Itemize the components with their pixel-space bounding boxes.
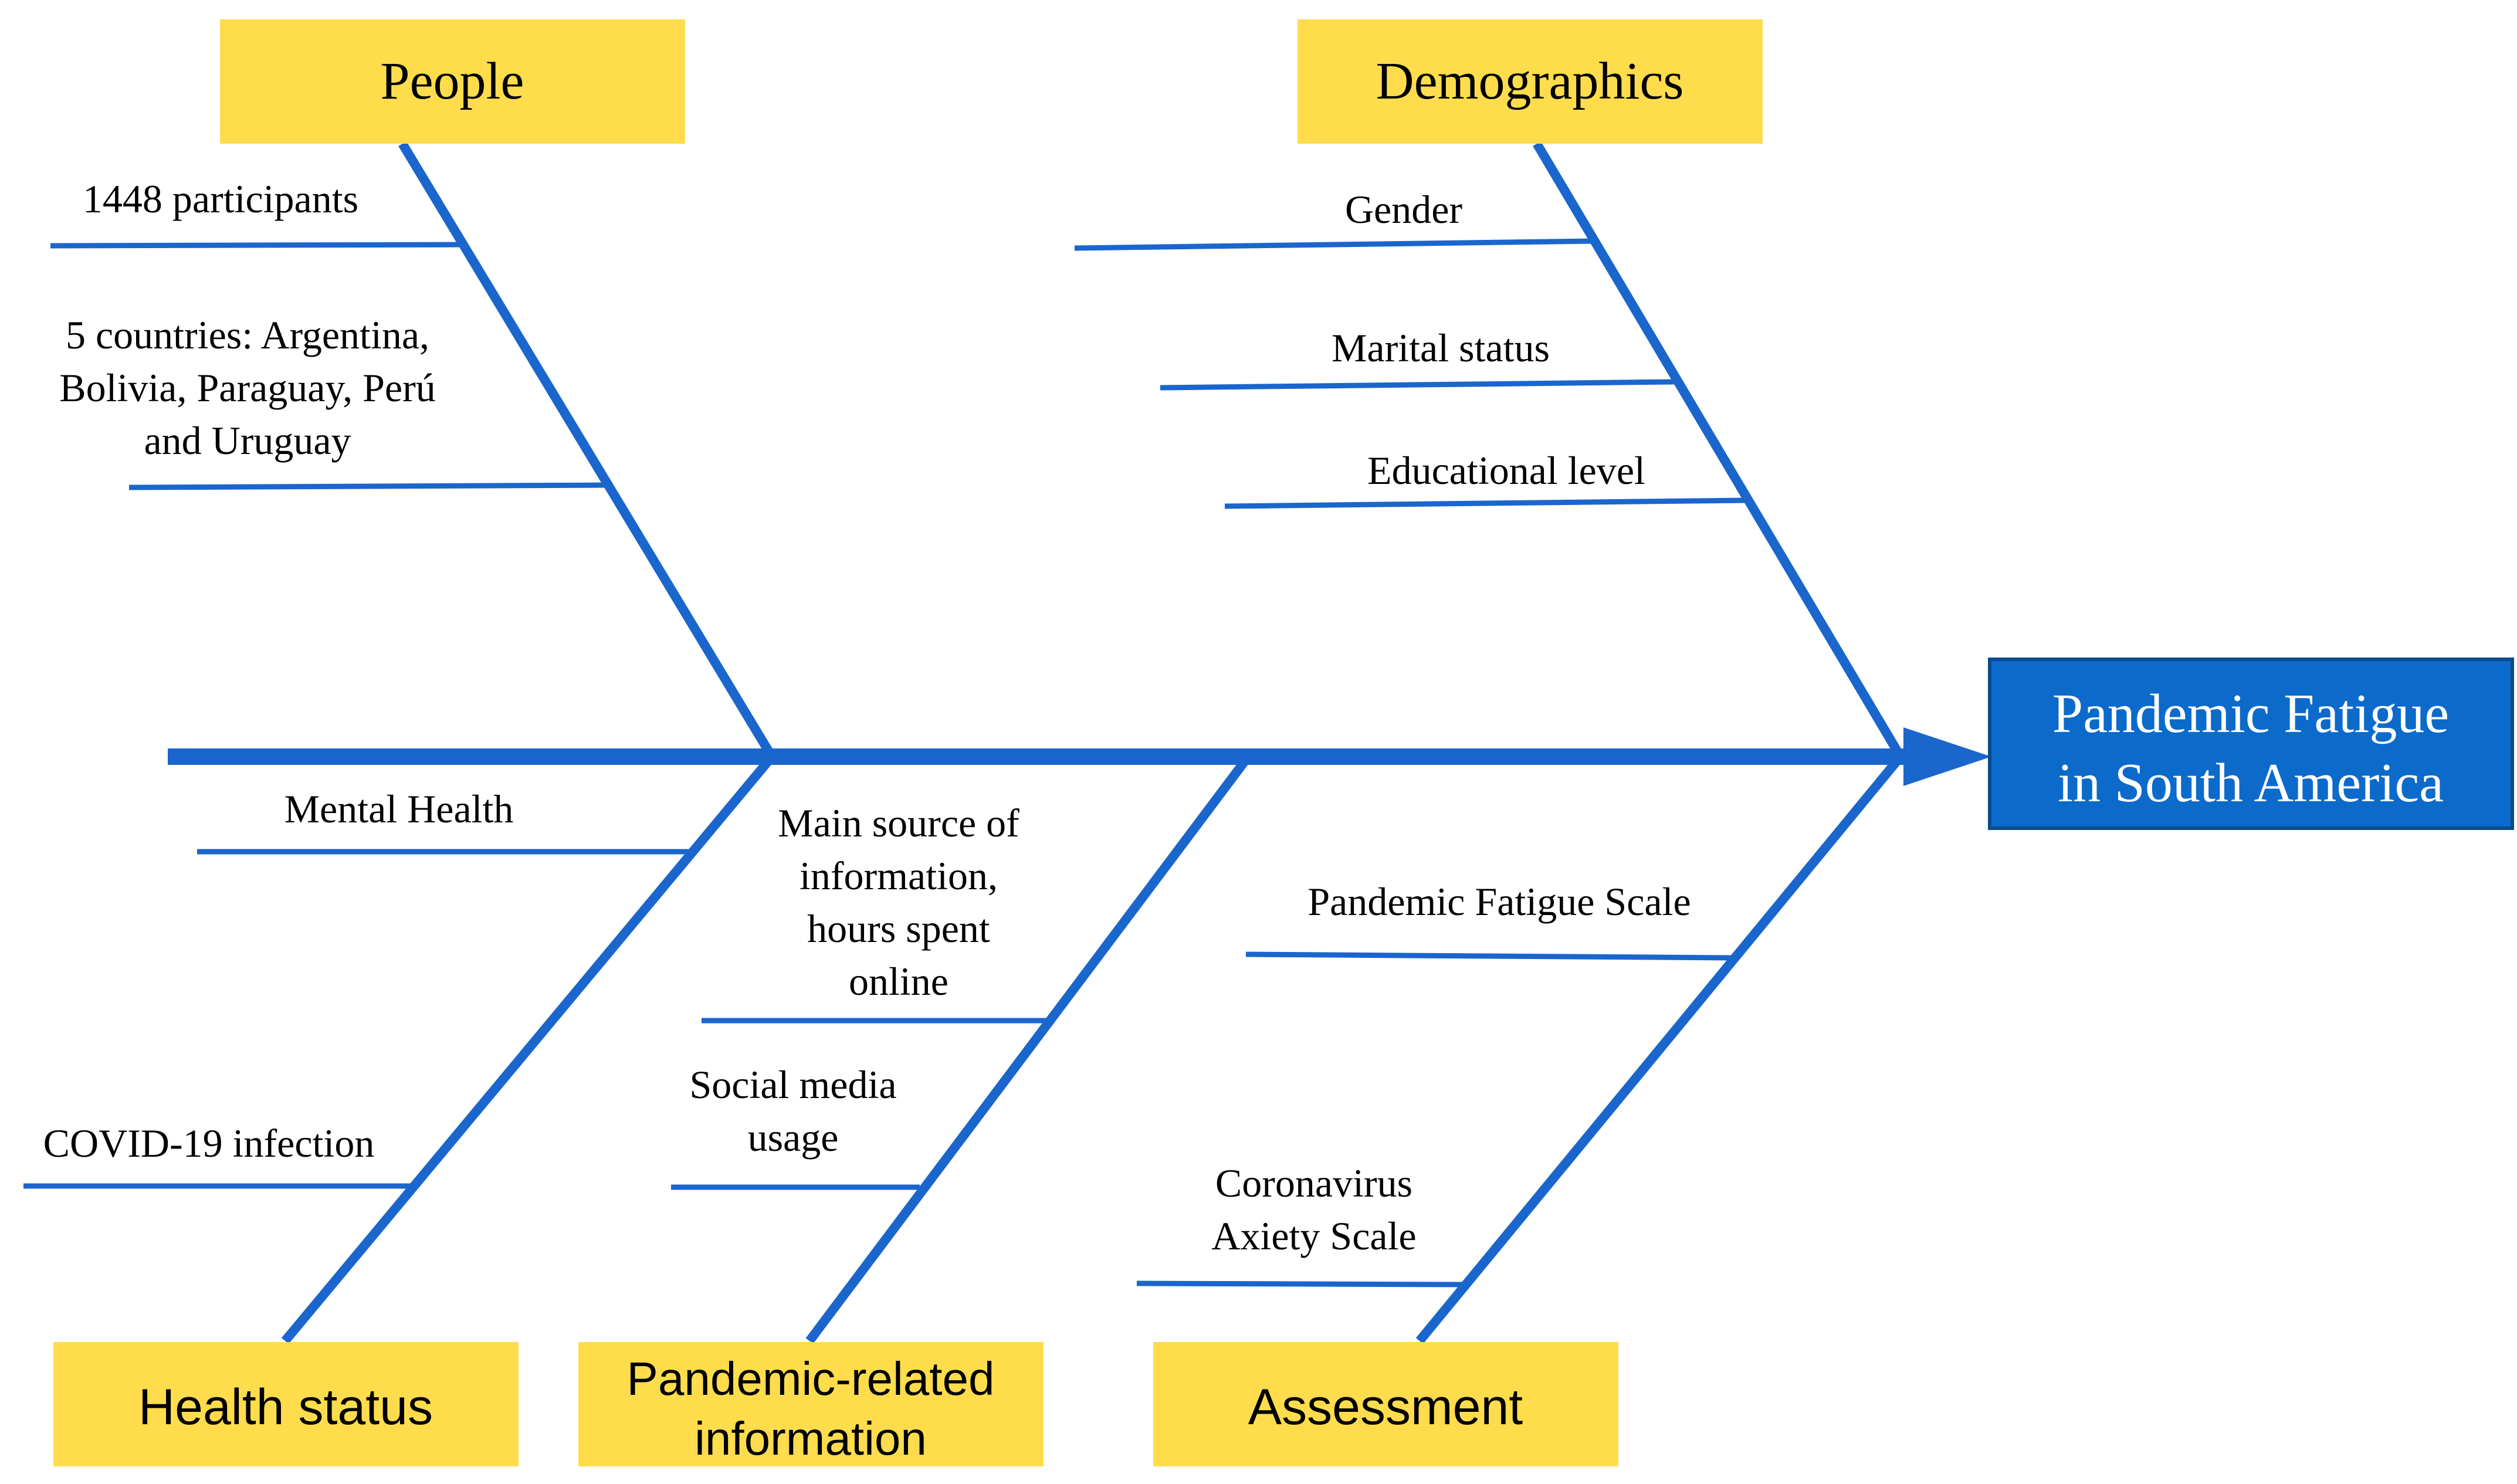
- cause-social-line1: Social media: [689, 1062, 896, 1107]
- cause-source-line4: online: [849, 959, 948, 1004]
- demographics-cause-line-education: [1224, 497, 1746, 509]
- demographics-category-label: Demographics: [1376, 52, 1684, 110]
- effect-box: Pandemic Fatigue in South America: [1988, 658, 2514, 830]
- people-bone: [398, 141, 776, 760]
- pandemic-info-category-box: [578, 1342, 1044, 1466]
- cause-countries-line1: 5 countries: Argentina,: [66, 313, 429, 357]
- pandemic-info-category-label-line2: information: [695, 1412, 927, 1465]
- pandemic-info-bone: [805, 754, 1252, 1344]
- cause-participants: 1448 participants: [83, 177, 358, 221]
- cause-countries-line2: Bolivia, Paraguay, Perú: [59, 365, 435, 410]
- assessment-category-box: [1153, 1342, 1618, 1466]
- demographics-bone: [1533, 141, 1905, 760]
- health-bone: [281, 753, 776, 1344]
- people-category-box: [220, 19, 685, 144]
- cause-education: Educational level: [1367, 448, 1645, 493]
- cause-countries-line3: and Uruguay: [144, 418, 351, 463]
- health-category-box: [53, 1342, 519, 1466]
- cause-covid-infection: COVID-19 infection: [43, 1121, 375, 1165]
- effect-title-line2: in South America: [2058, 753, 2444, 814]
- demographics-category-box: [1298, 19, 1763, 144]
- cause-anxiety-line2: Axiety Scale: [1211, 1214, 1416, 1258]
- cause-marital: Marital status: [1332, 326, 1550, 370]
- spine-arrowhead: [1903, 727, 1991, 786]
- effect-box-background: [1988, 658, 2514, 830]
- cause-mental-health: Mental Health: [284, 787, 514, 831]
- cause-source-line3: hours spent: [807, 906, 990, 951]
- cause-fatigue-scale: Pandemic Fatigue Scale: [1307, 879, 1691, 924]
- cause-anxiety-line1: Coronavirus: [1215, 1161, 1412, 1205]
- assessment-cause-line-anxiety: [1136, 1280, 1462, 1288]
- spine: [168, 727, 1991, 786]
- people-category-label: People: [381, 52, 524, 110]
- assessment-bone: [1415, 753, 1905, 1344]
- demographics-cause-line-gender: [1074, 238, 1594, 251]
- branch-health-status: Health status Mental Health COVID-19 inf…: [23, 753, 776, 1466]
- cause-gender: Gender: [1345, 187, 1462, 232]
- branch-assessment: Assessment Pandemic Fatigue Scale Corona…: [1136, 753, 1905, 1466]
- demographics-cause-line-marital: [1160, 379, 1675, 391]
- health-category-label: Health status: [138, 1379, 433, 1435]
- effect-title-line1: Pandemic Fatigue: [2052, 683, 2449, 744]
- assessment-category-label: Assessment: [1248, 1379, 1523, 1435]
- cause-source-line2: information,: [800, 853, 998, 898]
- cause-source-line1: Main source of: [778, 801, 1019, 845]
- pandemic-info-category-label-line1: Pandemic-related: [627, 1353, 995, 1405]
- assessment-cause-line-fatigue: [1245, 951, 1738, 961]
- people-cause-line-participants: [50, 242, 465, 249]
- people-cause-line-countries: [128, 482, 606, 490]
- cause-social-line2: usage: [748, 1115, 839, 1160]
- branch-people: People 1448 participants 5 countries: Ar…: [50, 19, 776, 760]
- branch-demographics: Demographics Gender Marital status Educa…: [1074, 19, 1905, 760]
- branch-pandemic-information: Pandemic-related information Main source…: [578, 754, 1252, 1466]
